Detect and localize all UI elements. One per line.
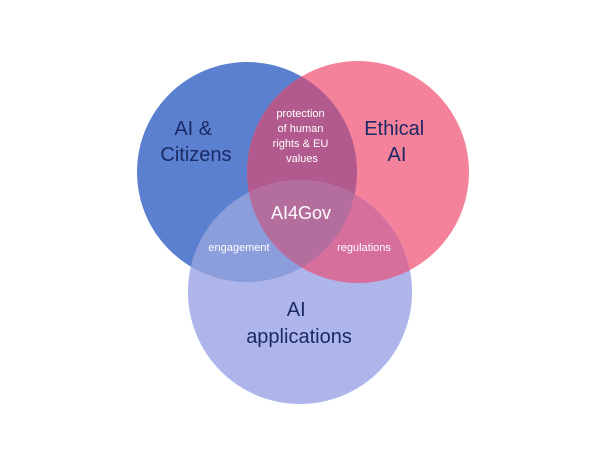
label-ai-citizens: AI & Citizens — [160, 118, 231, 166]
label-protection-line-2: of human — [278, 123, 324, 135]
label-protection: protection of human rights & EU values — [273, 108, 332, 165]
label-ai-applications: AI applications — [246, 299, 352, 348]
label-ai-applications-line-2: applications — [246, 326, 352, 348]
label-ai-citizens-line-2: Citizens — [160, 144, 231, 166]
label-ai-applications-line-1: AI — [287, 299, 306, 321]
label-ai-citizens-line-1: AI & — [174, 118, 212, 140]
label-protection-line-3: rights & EU — [273, 138, 329, 150]
label-protection-line-1: protection — [276, 108, 324, 120]
overlap-ethical-applications — [247, 180, 412, 283]
label-protection-line-4: values — [286, 153, 318, 165]
label-regulations: regulations — [337, 242, 391, 254]
label-engagement: engagement — [208, 242, 269, 254]
label-ethical-ai-line-1: Ethical — [364, 118, 424, 140]
label-ethical-ai: Ethical AI — [364, 118, 430, 166]
label-ethical-ai-line-2: AI — [388, 144, 407, 166]
label-ai4gov: AI4Gov — [271, 203, 331, 223]
